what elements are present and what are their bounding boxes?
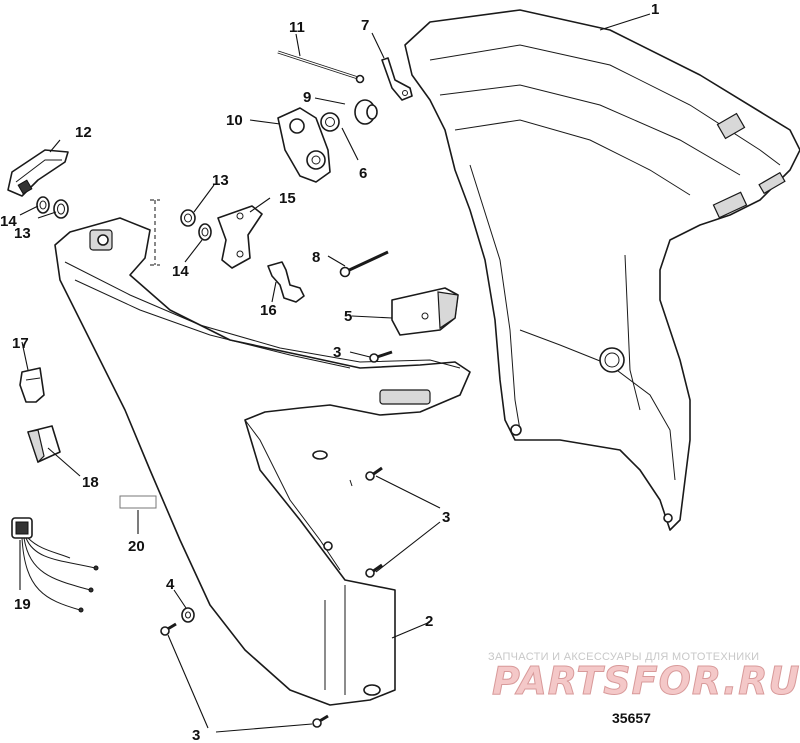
part-15-plate [217,205,263,269]
part-5-latch [391,287,459,336]
callout-14b: 14 [172,263,189,280]
callout-15: 15 [279,190,296,207]
callout-13b: 13 [14,225,31,242]
callout-3b: 3 [442,509,450,526]
part-3-screw-c [365,563,383,578]
assembly-indicator [150,199,160,266]
callout-4: 4 [166,576,175,593]
callout-19: 19 [14,596,31,613]
callout-5: 5 [344,308,352,325]
part-13-grommet-mid [180,209,196,227]
part-9-bushing [354,99,378,125]
callout-8: 8 [312,249,320,266]
watermark-tagline: ЗАПЧАСТИ И АКСЕССУАРЫ ДЛЯ МОТОТЕХНИКИ [488,651,759,663]
part-20-label [119,495,157,509]
callouts: 1 2 3 3 3 4 5 6 7 8 9 10 11 12 13 13 14 … [0,1,659,743]
part-3-screw-b [365,466,383,481]
part-1-top-cowl [404,9,800,531]
part-8-screw [339,250,389,278]
part-14-washer-mid [198,223,212,241]
callout-11: 11 [289,19,305,36]
callout-20: 20 [128,538,145,555]
part-3-screw-d [160,622,177,636]
part-17-clip [19,367,45,403]
watermark: ЗАПЧАСТИ И АКСЕССУАРЫ ДЛЯ МОТОТЕХНИКИ PA… [488,651,800,704]
part-19-switch [11,517,99,613]
part-14-washer-left [36,196,50,214]
part-18-block [27,425,61,464]
callout-6: 6 [359,165,367,182]
part-3-screw-e [312,714,329,728]
part-2-bottom-cowl [54,217,471,706]
callout-3c: 3 [192,727,200,743]
callout-3a: 3 [333,344,341,361]
callout-14a: 14 [0,213,17,230]
callout-13a: 13 [212,172,229,189]
reference-number: 35657 [612,710,651,726]
watermark-brand: PARTSFOR.RU [492,659,800,703]
part-3-screw-a [369,350,393,363]
callout-18: 18 [82,474,99,491]
callout-10: 10 [226,112,243,129]
part-12-handle [7,149,69,197]
part-6-grommet [320,112,340,132]
callout-12: 12 [75,124,92,141]
part-16-bolt [267,261,305,303]
part-11-rod [277,50,365,84]
callout-16: 16 [260,302,277,319]
part-7-bracket [381,57,413,101]
callout-2: 2 [425,613,433,630]
callout-1: 1 [651,1,659,18]
leader-lines [19,13,651,733]
callout-9: 9 [303,89,311,106]
part-10-latch-plate [277,107,331,183]
callout-17: 17 [12,335,29,352]
callout-7: 7 [361,17,369,34]
part-13-grommet-left [53,199,69,219]
part-4-washer [181,607,195,623]
